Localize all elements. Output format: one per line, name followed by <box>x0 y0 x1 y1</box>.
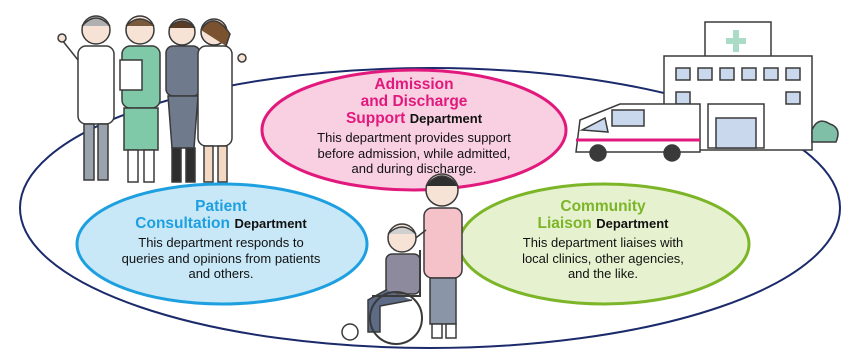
community-title-line1: Community <box>560 198 646 215</box>
community-liaison-department: Community Liaison Department This depart… <box>472 198 734 282</box>
community-desc-line3: and the like. <box>567 266 639 282</box>
patient-description: This department responds to queries and … <box>90 235 352 283</box>
admission-desc-line3: and during discharge. <box>351 161 477 177</box>
patient-ellipse <box>75 182 369 306</box>
admission-desc-line1: This department provides support <box>317 129 511 145</box>
patient-title-line1: Patient <box>195 198 247 215</box>
admission-description: This department provides support before … <box>276 130 552 178</box>
admission-ellipse <box>260 68 568 192</box>
patient-desc-line2: queries and opinions from patients <box>121 250 321 266</box>
medical-staff-illustration <box>57 15 247 183</box>
community-desc-line1: This department liaises with <box>522 234 684 250</box>
admission-department-word: Department <box>409 111 483 127</box>
admission-desc-line2: before admission, while admitted, <box>317 145 511 161</box>
patient-desc-line1: This department responds to <box>138 234 304 250</box>
admission-title-line3: Support <box>345 110 406 128</box>
community-department-word: Department <box>596 216 669 232</box>
patient-consultation-department: Patient Consultation Department This dep… <box>90 198 352 282</box>
admission-title-line2: and Discharge <box>360 93 468 111</box>
community-title-line2: Liaison <box>537 215 592 233</box>
admission-title-line1: Admission <box>374 76 454 93</box>
hospital-illustration <box>575 21 839 162</box>
patient-department-word: Department <box>234 216 307 232</box>
admission-discharge-support-department: Admission and Discharge Support Departme… <box>276 76 552 177</box>
community-description: This department liaises with local clini… <box>472 235 734 283</box>
patient-desc-line3: and others. <box>188 266 254 282</box>
wheelchair-illustration <box>341 173 463 345</box>
community-desc-line2: local clinics, other agencies, <box>522 250 684 266</box>
outer-ring <box>19 67 841 349</box>
patient-title-line2: Consultation <box>135 215 230 233</box>
